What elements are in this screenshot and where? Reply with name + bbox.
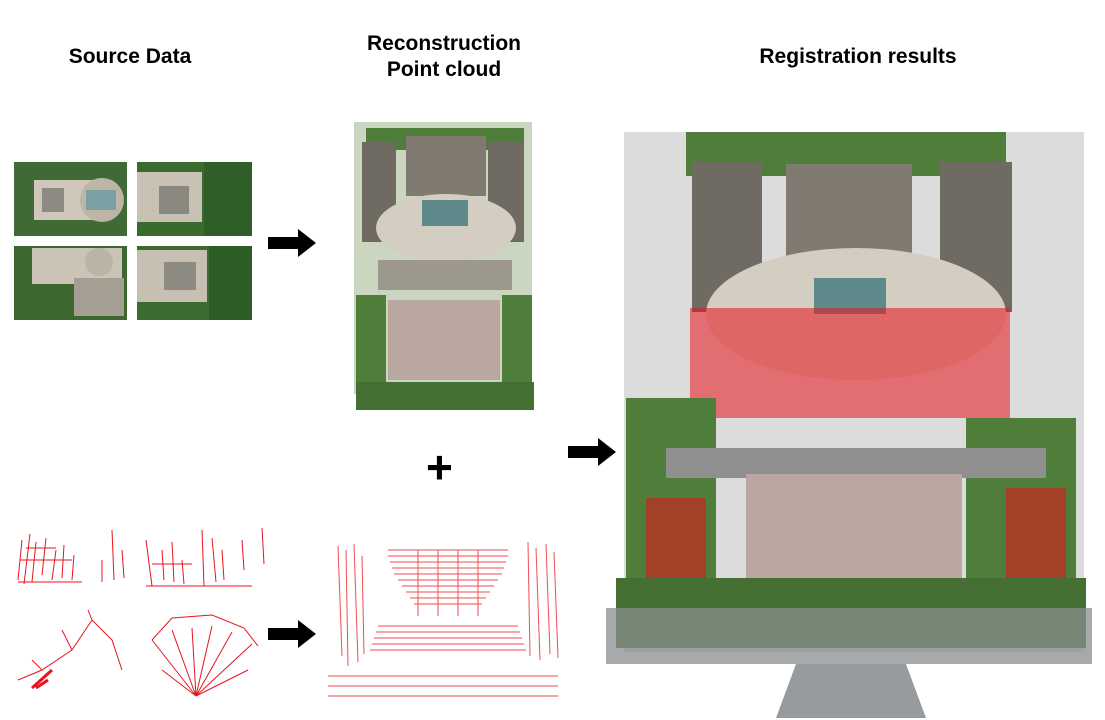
reconstruction-render bbox=[354, 122, 534, 410]
registration-result bbox=[606, 118, 1092, 718]
title-registration-results: Registration results bbox=[759, 45, 957, 68]
right-arrow-icon bbox=[268, 620, 316, 648]
aerial-image-4 bbox=[137, 246, 252, 320]
aerial-images bbox=[14, 162, 252, 320]
title-source-data: Source Data bbox=[68, 45, 192, 68]
lidar-scan-grid bbox=[12, 520, 274, 700]
title-reconstruction-line2: Point cloud bbox=[386, 58, 502, 81]
plus-symbol: + bbox=[426, 441, 453, 493]
aerial-image-2 bbox=[137, 162, 252, 236]
lidar-point-cloud bbox=[318, 536, 568, 712]
lidar-scan-1 bbox=[17, 529, 125, 585]
lidar-scan-3 bbox=[17, 609, 123, 690]
title-reconstruction: Reconstruction Point cloud bbox=[330, 31, 558, 83]
aerial-image-grid bbox=[14, 162, 252, 320]
reconstruction-point-cloud bbox=[316, 110, 556, 430]
right-arrow-icon bbox=[268, 229, 316, 257]
lidar-scans bbox=[17, 527, 265, 697]
lidar-scan-4 bbox=[151, 614, 259, 697]
right-arrow-icon bbox=[568, 438, 616, 466]
lidar-point-cloud-render bbox=[318, 536, 568, 712]
aerial-image-1 bbox=[14, 162, 127, 236]
lidar-scan-2 bbox=[145, 527, 265, 587]
registration-render bbox=[606, 132, 1092, 718]
title-reconstruction-line1: Reconstruction bbox=[366, 32, 521, 55]
aerial-image-3 bbox=[14, 246, 127, 320]
